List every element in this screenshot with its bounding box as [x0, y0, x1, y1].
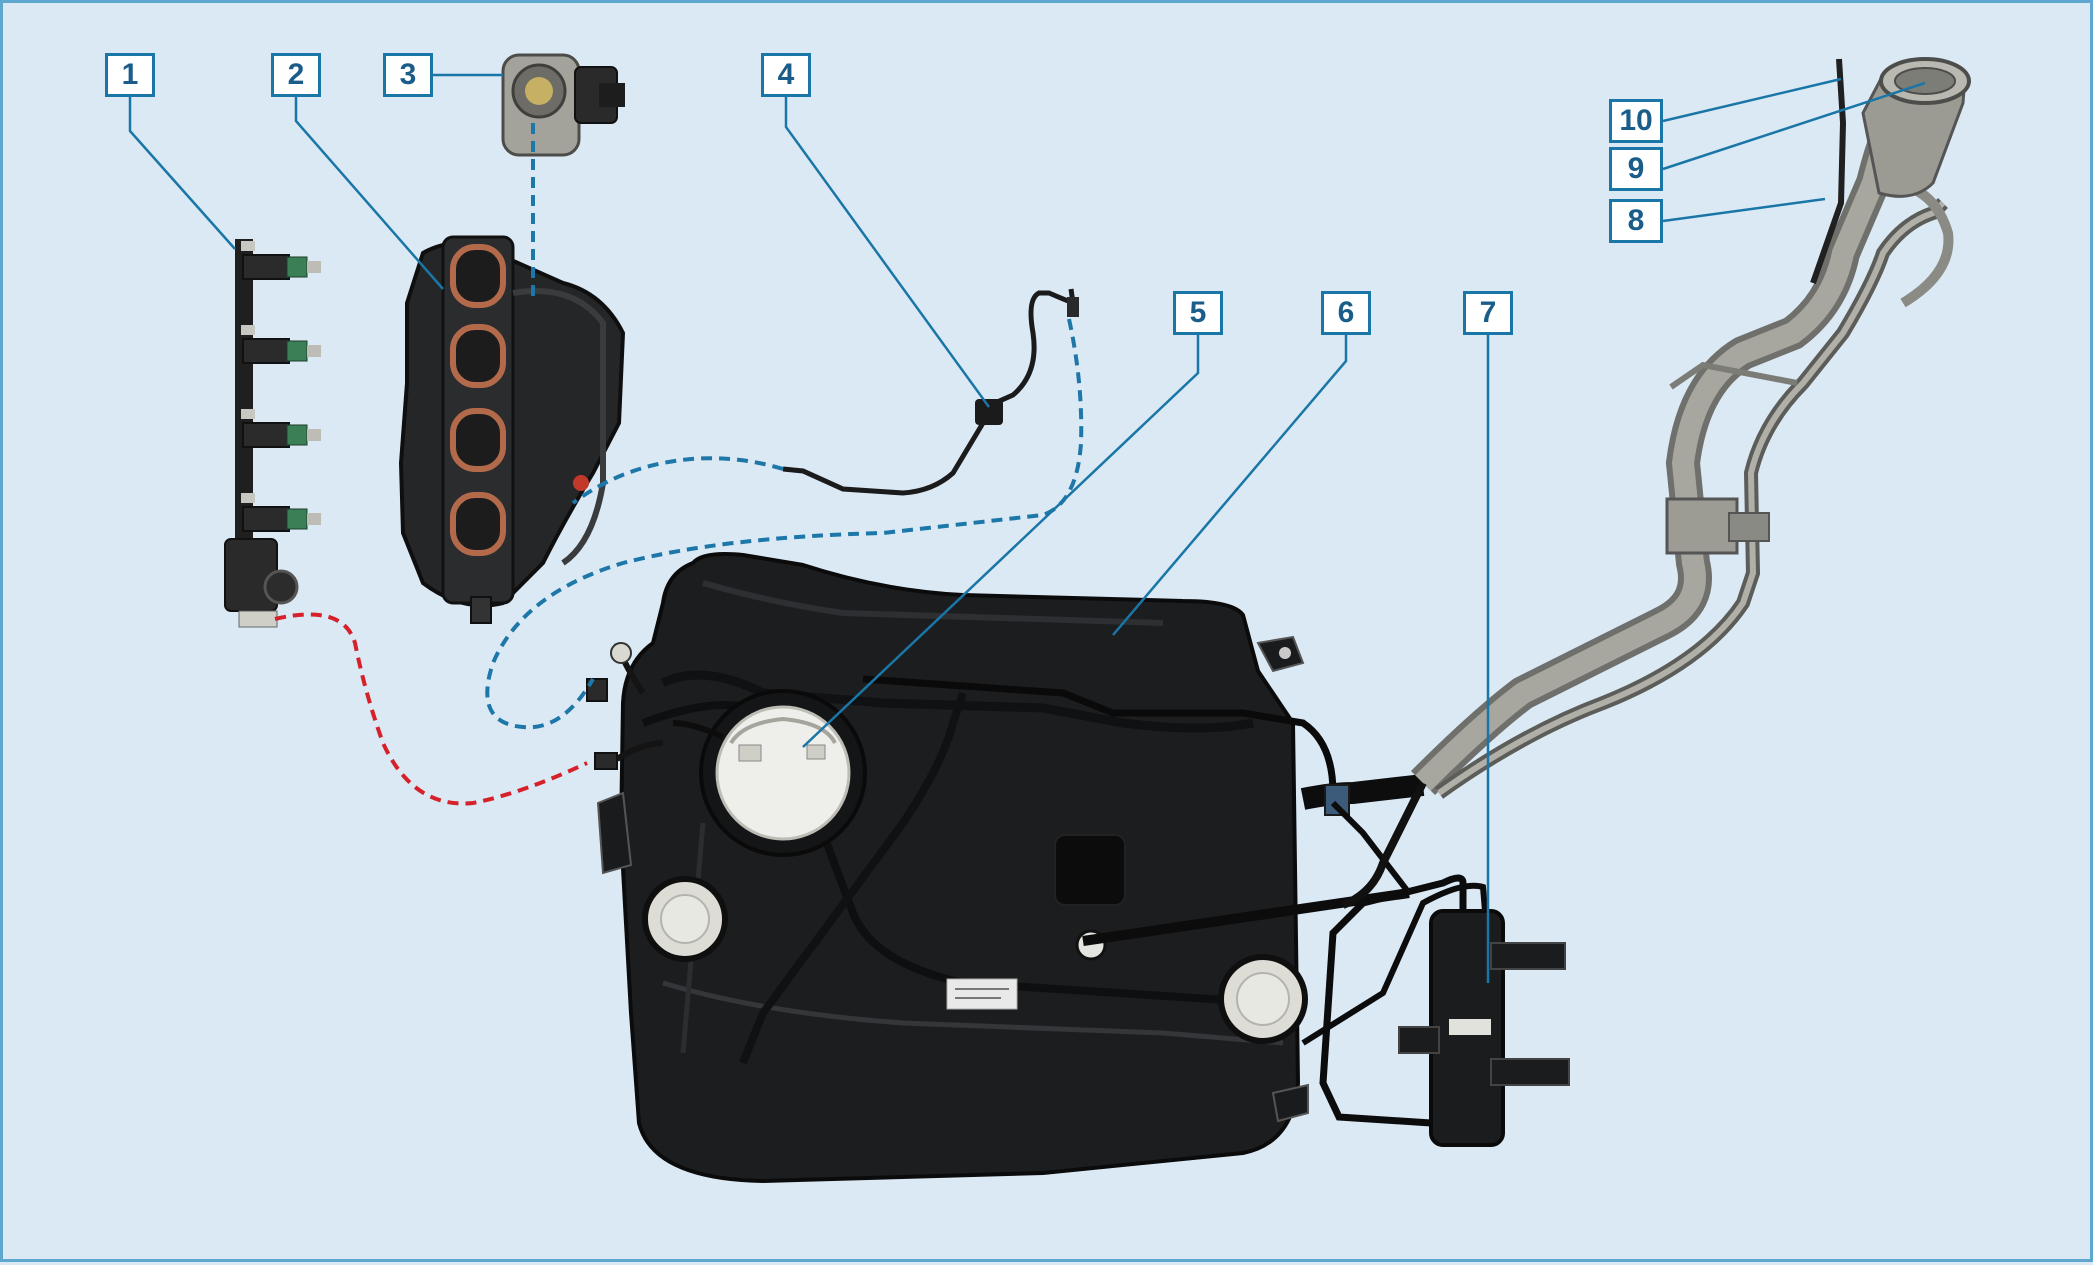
- fuel-tank: [596, 552, 1425, 1184]
- connection-lines: [274, 123, 1084, 806]
- callout-8: 8: [1609, 199, 1663, 243]
- intake-manifold: [398, 235, 626, 624]
- callout-4: 4: [761, 53, 811, 97]
- callout-5: 5: [1173, 291, 1223, 335]
- filler-neck: [1410, 57, 1971, 799]
- fuel-rail: [224, 239, 321, 628]
- fuel-supply-line: [274, 612, 588, 806]
- callout-2: 2: [271, 53, 321, 97]
- callout-3: 3: [383, 53, 433, 97]
- fuel-system-diagram: [128, 53, 1971, 1184]
- leader-lines: [128, 73, 1926, 983]
- callout-6: 6: [1321, 291, 1371, 335]
- callout-9: 9: [1609, 147, 1663, 191]
- callout-10: 10: [1609, 99, 1663, 143]
- throttle-body: [501, 53, 625, 157]
- callout-7: 7: [1463, 291, 1513, 335]
- fuel-pump-module: [672, 689, 867, 857]
- callout-1: 1: [105, 53, 155, 97]
- purge-valve-line: [782, 288, 1079, 496]
- carbon-canister: [1082, 781, 1570, 1147]
- purge-line-to-manifold: [571, 456, 784, 505]
